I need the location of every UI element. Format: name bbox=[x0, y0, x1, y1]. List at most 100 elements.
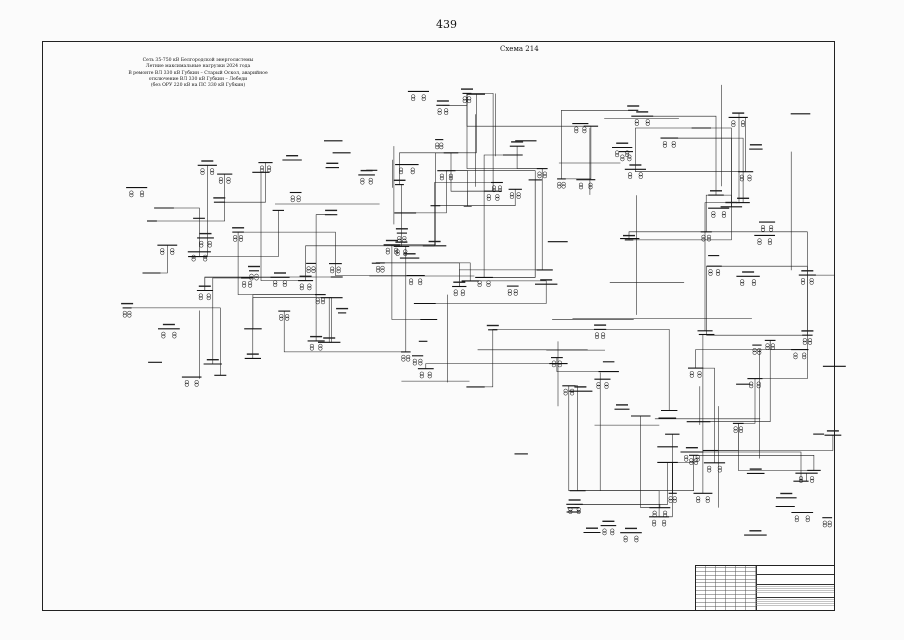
transformer-icon bbox=[127, 310, 132, 315]
transformer-icon bbox=[805, 518, 810, 523]
transformer-icon bbox=[279, 314, 284, 319]
transformer-icon bbox=[412, 361, 417, 366]
transformer-icon bbox=[697, 371, 702, 376]
line-segment bbox=[705, 194, 716, 232]
transformer-icon bbox=[307, 286, 312, 291]
transformer-icon bbox=[765, 345, 770, 351]
label-mark bbox=[393, 179, 406, 181]
line-segment bbox=[466, 93, 543, 169]
transformer-icon bbox=[557, 363, 562, 368]
label-mark bbox=[486, 324, 499, 327]
label-mark bbox=[299, 275, 312, 277]
line-segment bbox=[483, 154, 513, 278]
transformer-icon bbox=[129, 193, 134, 198]
line-segment bbox=[204, 276, 337, 291]
transformer-icon bbox=[747, 177, 752, 182]
label-mark bbox=[323, 337, 336, 339]
node-labels bbox=[121, 88, 839, 532]
label-mark bbox=[636, 111, 649, 113]
line-segment bbox=[635, 127, 702, 170]
transformer-icon bbox=[557, 184, 562, 189]
line-segment bbox=[710, 423, 739, 451]
transformer-icon bbox=[509, 194, 514, 199]
label-mark bbox=[121, 302, 134, 305]
transformer-icon bbox=[557, 360, 562, 365]
line-segment bbox=[329, 297, 332, 343]
line-segment bbox=[769, 340, 800, 350]
label-mark bbox=[574, 386, 587, 388]
transformer-icon bbox=[172, 334, 177, 339]
line-segment bbox=[238, 231, 336, 264]
transformer-icon bbox=[200, 168, 205, 173]
transformer-icon bbox=[453, 292, 458, 297]
stamp-revision-grid bbox=[696, 566, 757, 610]
transformer-icon bbox=[191, 254, 196, 259]
transformer-icon bbox=[290, 198, 295, 203]
line-segment bbox=[628, 231, 707, 240]
line-segment bbox=[435, 189, 516, 206]
line-segment bbox=[710, 435, 834, 451]
transformer-icon bbox=[191, 257, 196, 262]
transformer-icon bbox=[477, 282, 482, 288]
label-mark bbox=[780, 492, 793, 495]
transformer-icon bbox=[706, 237, 712, 242]
transformer-icon bbox=[668, 498, 673, 503]
transformer-icon bbox=[770, 343, 775, 348]
transformer-icon bbox=[139, 193, 145, 198]
line-segment bbox=[151, 174, 225, 222]
transformer-icon bbox=[770, 345, 775, 351]
substation-buses bbox=[122, 90, 846, 536]
transformer-icon bbox=[652, 510, 657, 515]
transformer-icon bbox=[604, 382, 609, 387]
transformer-icon bbox=[627, 157, 632, 162]
transformer-icon bbox=[242, 280, 247, 286]
label-mark bbox=[826, 430, 839, 432]
line-segment bbox=[667, 462, 673, 494]
transformer-icon bbox=[254, 273, 259, 278]
transformer-icon bbox=[594, 332, 600, 337]
line-segment bbox=[399, 152, 451, 185]
line-segment bbox=[541, 168, 545, 271]
label-mark bbox=[627, 105, 640, 107]
label-mark bbox=[749, 144, 762, 146]
transformer-icon bbox=[203, 257, 208, 262]
transformer-icon bbox=[462, 96, 467, 101]
transformer-icon bbox=[827, 523, 832, 528]
transformer-icon bbox=[551, 363, 556, 368]
transformer-icon bbox=[568, 509, 573, 514]
transformer-icon bbox=[689, 458, 694, 463]
transformer-icon bbox=[427, 371, 432, 376]
line-segment bbox=[556, 357, 609, 372]
line-segment bbox=[716, 194, 732, 207]
line-segment bbox=[561, 126, 592, 180]
line-segment bbox=[470, 280, 547, 285]
transformer-icon bbox=[282, 282, 287, 287]
line-segment bbox=[484, 179, 536, 278]
transformer-icon bbox=[652, 522, 657, 527]
transformer-icon bbox=[756, 384, 761, 389]
transformer-icon bbox=[421, 96, 426, 102]
line-segment bbox=[459, 269, 545, 287]
transformer-icon bbox=[486, 194, 491, 199]
label-mark bbox=[568, 499, 581, 501]
transformer-icon bbox=[495, 194, 500, 199]
line-segment bbox=[219, 162, 266, 203]
transformer-icon bbox=[491, 185, 497, 190]
line-segment bbox=[446, 170, 536, 180]
label-mark bbox=[732, 112, 745, 114]
transformer-icon bbox=[462, 98, 467, 104]
transformer-icon bbox=[757, 238, 762, 243]
transformer-icon bbox=[233, 237, 238, 242]
line-segment bbox=[714, 265, 808, 336]
transformer-icon bbox=[822, 523, 827, 528]
transformer-icon bbox=[210, 168, 215, 173]
line-segment bbox=[252, 297, 332, 359]
transformer-icon bbox=[652, 513, 657, 518]
transformer-icon bbox=[696, 498, 701, 503]
transformer-icon bbox=[385, 247, 390, 252]
transformer-icon bbox=[634, 538, 639, 543]
line-segment bbox=[807, 274, 835, 367]
transformer-icon bbox=[610, 531, 615, 536]
transformer-icon bbox=[199, 240, 204, 245]
line-segment bbox=[127, 307, 221, 376]
